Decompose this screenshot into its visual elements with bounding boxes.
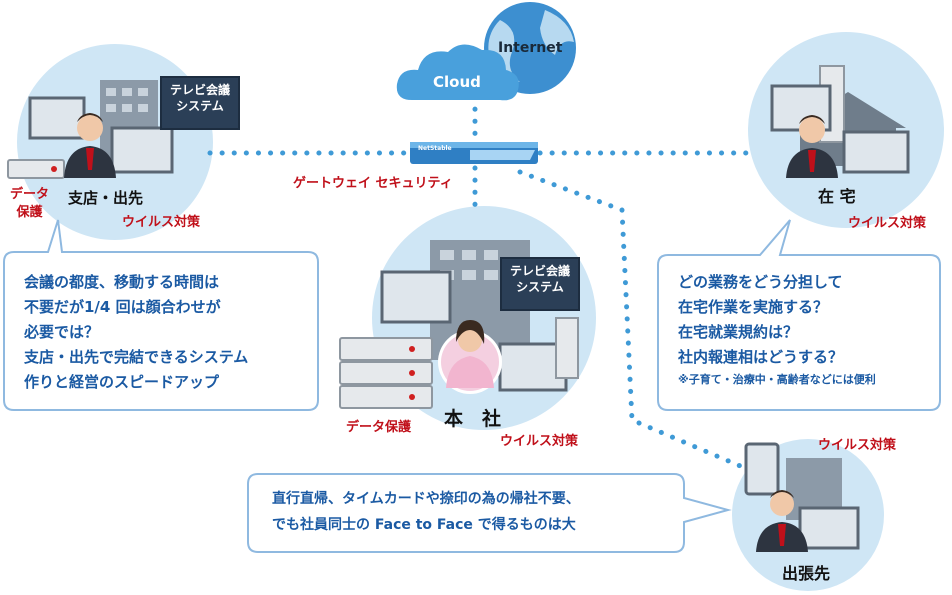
home-virus: ウイルス対策 (848, 216, 927, 231)
hq-video-conf-label: テレビ会議 システム (509, 264, 570, 294)
internet-label: Internet (498, 40, 563, 56)
home-bubble-line: 在宅作業を実施する？ (678, 298, 829, 316)
gateway-device (410, 142, 538, 164)
home-bubble-line: 在宅就業規約は？ (678, 323, 799, 341)
branch-bubble-line: 作りと経営のスピードアップ (24, 373, 220, 391)
trip-bubble-line: 直行直帰、タイムカードや捺印の為の帰社不要、 (272, 491, 580, 507)
cloud-label: Cloud (433, 73, 481, 91)
branch-bubble-line: 不要だが1/4 回は顔合わせが (24, 298, 221, 316)
branch-bubble-text: 会議の都度、移動する時間は 不要だが1/4 回は顔合わせが 必要では？ 支店・出… (24, 270, 248, 395)
branch-bubble-line: 必要では？ (24, 323, 100, 341)
branch-bubble-line: 会議の都度、移動する時間は (24, 273, 220, 291)
home-bubble (657, 219, 941, 411)
branch-video-conf-label: テレビ会議 システム (169, 83, 230, 113)
server-icon (7, 159, 65, 179)
server-icon (339, 337, 433, 409)
person-icon (458, 328, 482, 352)
branch-name: 支店・出先 (68, 189, 144, 207)
trip-bubble-text: 直行直帰、タイムカードや捺印の為の帰社不要、 でも社員同士の Face to F… (272, 486, 580, 538)
person-icon (77, 115, 103, 141)
hq-data-protection: データ保護 (346, 420, 412, 435)
trip-name: 出張先 (782, 564, 831, 583)
hq-video-conf-screen: テレビ会議 システム (500, 257, 580, 311)
person-icon (770, 492, 794, 516)
home-equipment (770, 65, 910, 178)
monitor-icon (798, 506, 860, 550)
gateway-label: ゲートウェイ セキュリティ (293, 176, 453, 191)
home-bubble-line: どの業務をどう分担して (678, 273, 843, 291)
trip-bubble (247, 473, 732, 553)
tablet-icon (744, 442, 780, 496)
branch-virus: ウイルス対策 (122, 215, 201, 230)
home-bubble-note: ※子育て・治療中・高齢者などには便利 (678, 373, 876, 386)
gateway-device-label: NetStable (418, 145, 452, 152)
branch-bubble (3, 219, 319, 411)
home-name: 在 宅 (818, 187, 856, 206)
trip-equipment (744, 442, 860, 552)
trip-bubble-line: でも社員同士の Face to Face で得るものは大 (272, 517, 576, 533)
branch-equipment (7, 80, 174, 179)
home-bubble-text: どの業務をどう分担して 在宅作業を実施する？ 在宅就業規約は？ 社内報連相はどう… (678, 270, 876, 390)
monitor-icon (28, 96, 86, 140)
hq-name: 本 社 (444, 408, 502, 430)
branch-data-protection: データ 保護 (10, 187, 50, 220)
cloud-icon (396, 44, 519, 101)
trip-virus: ウイルス対策 (818, 438, 897, 453)
hq-virus: ウイルス対策 (500, 434, 579, 449)
branch-bubble-line: 支店・出先で完結できるシステム (24, 348, 249, 366)
home-bubble-line: 社内報連相はどうする？ (678, 348, 844, 366)
person-icon (799, 117, 825, 143)
hq-equipment (339, 240, 579, 409)
branch-video-conf-screen: テレビ会議 システム (160, 76, 240, 130)
monitor-icon (380, 270, 452, 324)
network-links (207, 94, 753, 471)
